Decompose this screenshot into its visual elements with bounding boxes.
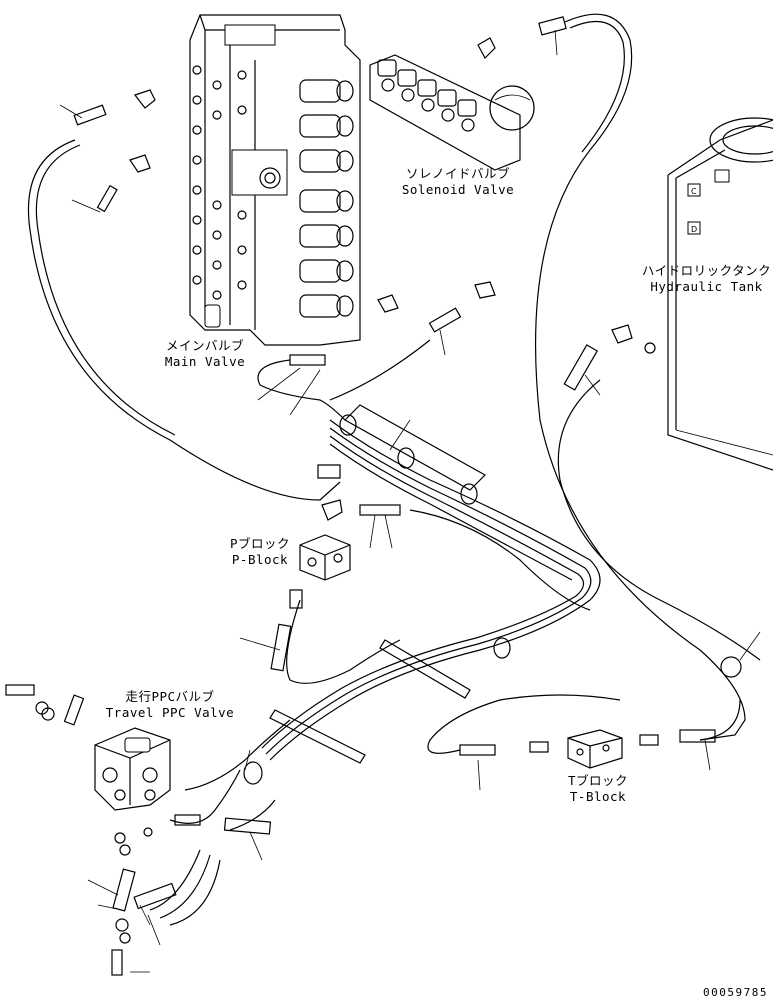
t-block bbox=[567, 729, 623, 769]
t-block-label-en: T-Block bbox=[569, 789, 627, 804]
main-valve-body bbox=[189, 14, 361, 346]
t-block-label-jp: Tブロック bbox=[567, 773, 629, 788]
travel-ppc-valve-label-jp: 走行PPCバルブ bbox=[125, 689, 215, 704]
solenoid-valve-assembly bbox=[369, 54, 535, 171]
travel-ppc-valve-body bbox=[94, 727, 171, 811]
drawing-number: 00059785 bbox=[703, 986, 768, 999]
main-valve-label-en: Main Valve bbox=[164, 354, 246, 369]
hose-clamps bbox=[243, 414, 742, 785]
p-block-label-jp: Pブロック bbox=[229, 536, 291, 551]
solenoid-valve-label-en: Solenoid Valve bbox=[401, 182, 515, 197]
solenoid-valve-label-jp: ソレノイドバルブ bbox=[405, 166, 510, 181]
hydraulic-tank: C D bbox=[667, 117, 773, 471]
hydraulic-tank-label-jp: ハイドロリックタンク bbox=[641, 263, 772, 278]
p-block-label-en: P-Block bbox=[231, 552, 289, 567]
travel-ppc-valve-label-en: Travel PPC Valve bbox=[105, 705, 235, 720]
p-block bbox=[299, 534, 351, 581]
main-valve-label-jp: メインバルブ bbox=[165, 338, 244, 353]
hose-lines bbox=[27, 13, 761, 926]
hydraulic-tank-label-en: Hydraulic Tank bbox=[650, 279, 763, 294]
leader-lines bbox=[59, 29, 761, 973]
svg-text:C: C bbox=[691, 187, 697, 196]
svg-text:D: D bbox=[691, 225, 697, 234]
fittings bbox=[5, 16, 716, 976]
